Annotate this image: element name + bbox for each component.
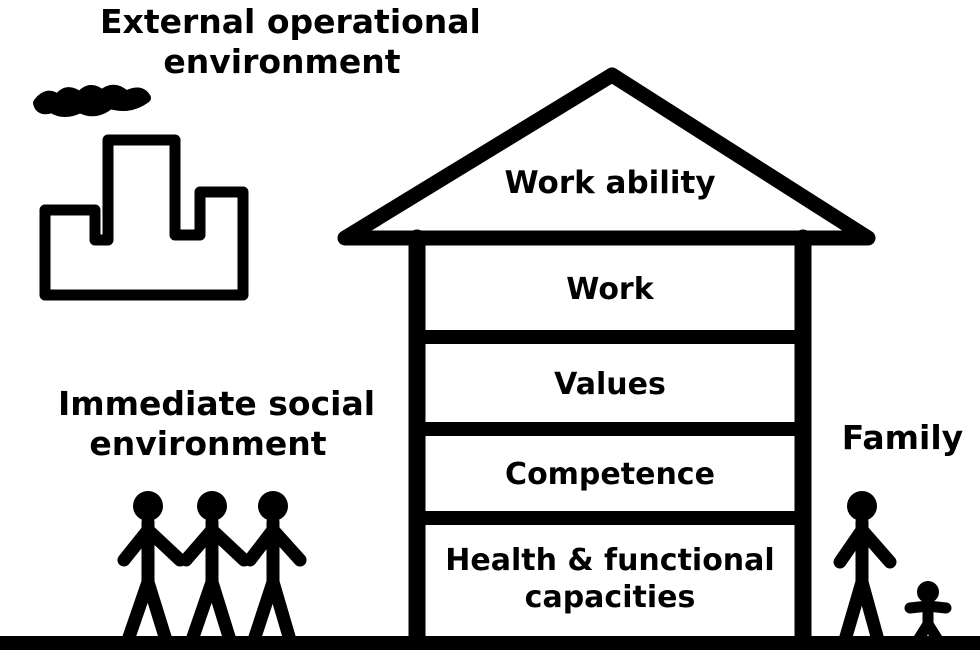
floor-values: Values <box>425 344 795 426</box>
smoke-icon <box>33 84 151 117</box>
external-environment-label-line1: External operational <box>100 2 481 41</box>
family-label: Family <box>840 418 965 458</box>
floor-health-line2: capacities <box>524 580 696 615</box>
floor-competence-line1: Competence <box>505 456 715 492</box>
floor-work: Work <box>425 246 795 334</box>
roof-label: Work ability <box>460 165 760 203</box>
floor-work-line1: Work <box>566 271 654 307</box>
external-environment-label: External operational environment <box>100 2 481 83</box>
social-environment-label-line1: Immediate social <box>58 384 376 423</box>
house-roof <box>337 67 876 246</box>
floor-health-line1: Health & functional <box>445 543 775 579</box>
family-label-text: Family <box>841 418 964 457</box>
floor-values-line1: Values <box>554 366 666 402</box>
people-group-icon <box>117 491 307 647</box>
child-figure-icon <box>904 581 952 646</box>
factory-icon <box>39 134 249 301</box>
floor-health: Health & functional capacities <box>425 526 795 634</box>
social-environment-label: Immediate social environment <box>58 384 376 465</box>
roof-label-text: Work ability <box>504 165 716 201</box>
social-environment-label-line2: environment <box>89 424 327 464</box>
adult-figure-icon <box>833 491 897 647</box>
external-environment-label-line2: environment <box>163 42 401 82</box>
floor-competence: Competence <box>425 436 795 514</box>
